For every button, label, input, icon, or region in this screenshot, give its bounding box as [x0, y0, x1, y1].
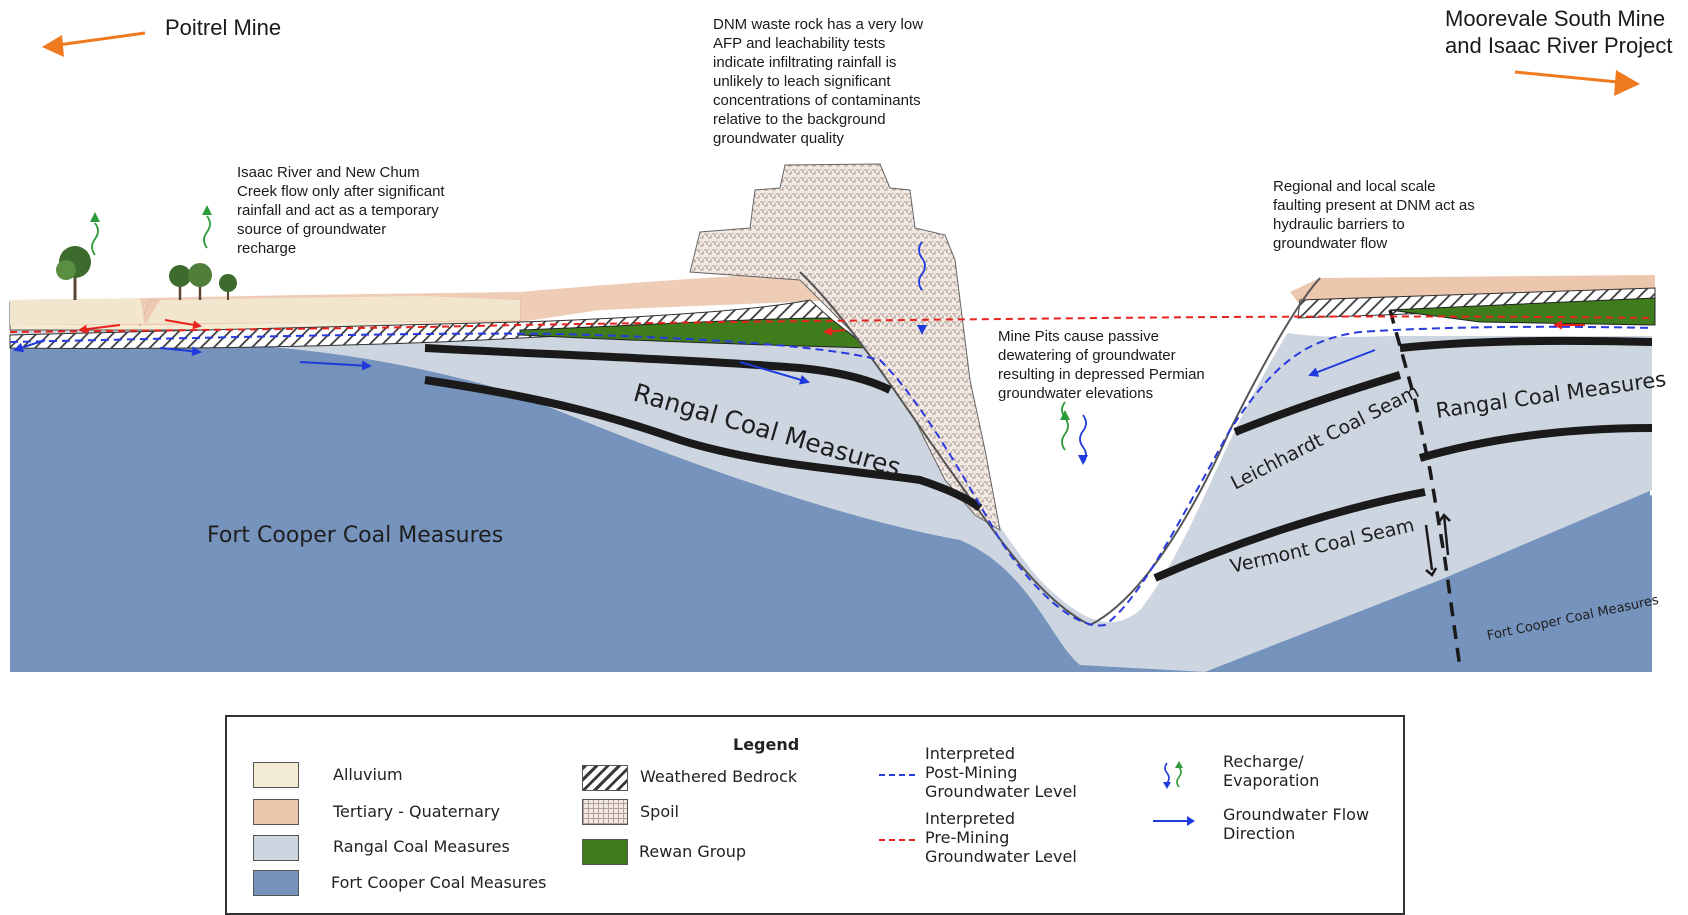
- pre-mining-groundwater-line: [9, 315, 1653, 333]
- legend-swatch-rangal: [253, 835, 299, 861]
- cross-section-diagram: Rangal Coal Measures Fort Cooper Coal Me…: [9, 31, 1668, 672]
- legend-label-tertiary: Tertiary - Quaternary: [333, 802, 500, 821]
- legend-label-rewan: Rewan Group: [639, 842, 747, 861]
- evaporation-arrow-1: [91, 222, 99, 256]
- legend-label-recharge: Recharge/ Evaporation: [1223, 752, 1320, 790]
- recharge-arrow-spoil: [918, 241, 926, 291]
- vermont-seam: [1153, 488, 1426, 582]
- legend-swatch-tertiary: [253, 799, 299, 825]
- evaporation-arrow-pit: [1061, 401, 1069, 451]
- tree-group-left: [56, 246, 91, 300]
- pre-flow-arrow-2: [164, 319, 202, 330]
- dnm-waste-rock-note: DNM waste rock has a very low AFP and le…: [713, 16, 924, 147]
- fault-line: [1388, 309, 1462, 669]
- flow-arrow-4: [739, 361, 810, 385]
- legend-label-alluvium: Alluvium: [333, 765, 403, 784]
- legend-flow-arrow: [1153, 816, 1195, 826]
- legend-swatch-weathered: [582, 765, 628, 791]
- coal-seam-lower-left: [424, 376, 983, 512]
- leichhardt-seam: [1233, 371, 1402, 436]
- legend-label-weathered: Weathered Bedrock: [640, 767, 798, 786]
- moorevale-direction-arrow: [1514, 70, 1619, 84]
- fort-cooper-right-body: [1205, 495, 1652, 672]
- pre-flow-arrow-1: [78, 324, 121, 334]
- pre-flow-arrow-3: [823, 326, 846, 336]
- post-mining-groundwater-line: [9, 325, 1653, 627]
- tree-group-right: [169, 263, 237, 300]
- evaporation-arrow-2: [203, 215, 211, 249]
- legend-post-mining-line: [879, 774, 915, 776]
- flow-arrow-5: [1308, 349, 1376, 377]
- poitrel-direction-arrow: [57, 31, 146, 47]
- fort-cooper-left-body: [10, 350, 1030, 672]
- flow-arrow-1: [13, 339, 46, 353]
- fort-cooper-label-left: Fort Cooper Coal Measures: [207, 523, 503, 548]
- flow-arrow-3: [299, 360, 372, 371]
- legend-swatch-rewan: [582, 839, 628, 865]
- isaac-river-note: Isaac River and New Chum Creek flow only…: [237, 164, 445, 257]
- legend-swatch-spoil: [582, 799, 628, 825]
- poitrel-mine-label: Poitrel Mine: [165, 15, 282, 40]
- moorevale-label: Moorevale South Mine and Isaac River Pro…: [1445, 6, 1673, 58]
- alluvium-overlay: [10, 296, 520, 325]
- coal-seam-upper-left: [424, 344, 892, 394]
- legend-label-spoil: Spoil: [640, 802, 679, 821]
- mine-pits-note: Mine Pits cause passive dewatering of gr…: [998, 328, 1205, 402]
- fault-arrow-up: [1442, 514, 1450, 556]
- legend-title: Legend: [733, 735, 800, 754]
- fault-arrow-down: [1424, 524, 1434, 571]
- flow-arrow-2: [159, 346, 202, 357]
- legend-label-flow: Groundwater Flow Direction: [1223, 805, 1370, 843]
- legend-label-post-mining: Interpreted Post-Mining Groundwater Leve…: [925, 744, 1077, 801]
- legend-label-pre-mining: Interpreted Pre-Mining Groundwater Level: [925, 809, 1077, 866]
- legend-swatch-fort-cooper: [253, 870, 299, 896]
- legend-label-rangal: Rangal Coal Measures: [333, 837, 510, 856]
- legend-label-fort-cooper: Fort Cooper Coal Measures: [331, 873, 547, 892]
- legend-swatch-alluvium: [253, 762, 299, 788]
- legend-pre-mining-line: [879, 839, 915, 841]
- legend-recharge-icon: [1163, 761, 1183, 789]
- pit-wall-left: [799, 271, 1091, 626]
- mine-pit-void: [870, 270, 1335, 623]
- rangal-right-lower: [1418, 424, 1653, 462]
- legend: Legend Alluvium Tertiary - Quaternary Ra…: [225, 715, 1405, 915]
- faulting-note: Regional and local scale faulting presen…: [1273, 178, 1475, 252]
- rangal-right-upper: [1399, 336, 1653, 352]
